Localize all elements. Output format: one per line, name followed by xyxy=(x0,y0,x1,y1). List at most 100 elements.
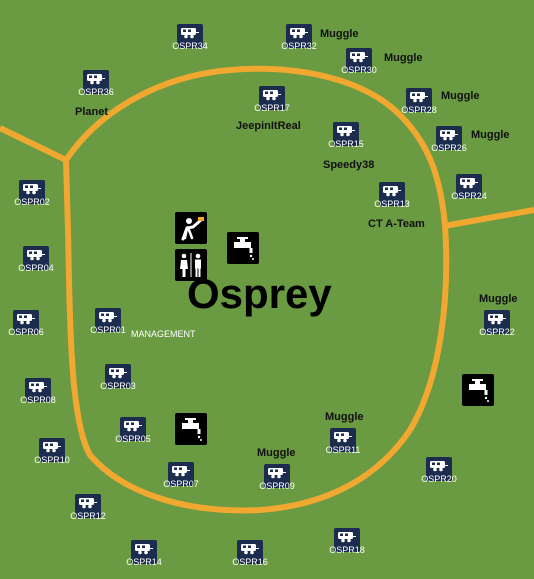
site-code: OSPR18 xyxy=(329,545,365,555)
camper-trailer-icon xyxy=(456,174,482,198)
site-code: OSPR13 xyxy=(374,199,410,209)
water-spigot-icon xyxy=(462,374,494,406)
site-code: OSPR28 xyxy=(401,105,437,115)
camper-trailer-icon xyxy=(39,438,65,462)
occupant-label-ospr13: CT A-Team xyxy=(368,218,425,230)
site-code: OSPR24 xyxy=(451,191,487,201)
campsite-ospr34[interactable]: OSPR34 xyxy=(172,24,208,54)
campsite-ospr32[interactable]: OSPR32 xyxy=(281,24,317,54)
campsite-ospr06[interactable]: OSPR06 xyxy=(8,310,44,340)
campsite-ospr16[interactable]: OSPR16 xyxy=(232,540,268,570)
water-spigot-icon xyxy=(175,413,207,445)
campsite-ospr18[interactable]: OSPR18 xyxy=(329,528,365,558)
site-code: OSPR20 xyxy=(421,474,457,484)
campsite-ospr28[interactable]: OSPR28 xyxy=(401,88,437,118)
camper-trailer-icon xyxy=(346,48,372,72)
camper-trailer-icon xyxy=(259,86,285,110)
site-code: OSPR05 xyxy=(115,434,151,444)
campsite-ospr36[interactable]: OSPR36 xyxy=(78,70,114,100)
camper-trailer-icon xyxy=(83,70,109,94)
occupant-label-ospr09: Muggle xyxy=(257,447,296,459)
site-code: OSPR11 xyxy=(325,445,361,455)
occupant-label-ospr28: Muggle xyxy=(441,90,480,102)
campsite-ospr08[interactable]: OSPR08 xyxy=(20,378,56,408)
camper-trailer-icon xyxy=(237,540,263,564)
campsite-ospr12[interactable]: OSPR12 xyxy=(70,494,106,524)
occupant-label-ospr30: Muggle xyxy=(384,52,423,64)
camper-trailer-icon xyxy=(406,88,432,112)
site-code: OSPR08 xyxy=(20,395,56,405)
site-code: OSPR30 xyxy=(341,65,377,75)
site-code: OSPR04 xyxy=(18,263,54,273)
camper-trailer-icon xyxy=(436,126,462,150)
campsite-ospr20[interactable]: OSPR20 xyxy=(421,457,457,487)
site-code: OSPR26 xyxy=(431,143,467,153)
campsite-ospr17[interactable]: OSPR17 xyxy=(254,86,290,116)
camper-trailer-icon xyxy=(23,246,49,270)
campsite-ospr11[interactable]: OSPR11 xyxy=(325,428,361,458)
occupant-label-ospr11: Muggle xyxy=(325,411,364,423)
campsite-ospr02[interactable]: OSPR02 xyxy=(14,180,50,210)
west-road xyxy=(0,125,68,163)
camper-trailer-icon xyxy=(264,464,290,488)
restroom-icon xyxy=(175,249,207,281)
camper-trailer-icon xyxy=(105,364,131,388)
camper-trailer-icon xyxy=(13,310,39,334)
site-code: OSPR07 xyxy=(163,479,199,489)
campsite-ospr05[interactable]: OSPR05 xyxy=(115,417,151,447)
site-code: OSPR22 xyxy=(479,327,515,337)
camper-trailer-icon xyxy=(333,122,359,146)
campsite-ospr10[interactable]: OSPR10 xyxy=(34,438,70,468)
camper-trailer-icon xyxy=(168,462,194,486)
campsite-ospr13[interactable]: OSPR13 xyxy=(374,182,410,212)
site-code: OSPR09 xyxy=(259,481,295,491)
east-road xyxy=(443,207,534,229)
camper-trailer-icon xyxy=(120,417,146,441)
site-code: OSPR10 xyxy=(34,455,70,465)
water-spigot-icon xyxy=(227,232,259,264)
site-code: OSPR17 xyxy=(254,103,290,113)
camper-trailer-icon xyxy=(484,310,510,334)
camper-trailer-icon xyxy=(379,182,405,206)
site-code: OSPR16 xyxy=(232,557,268,567)
management-label: MANAGEMENT xyxy=(131,329,196,339)
campsite-ospr07[interactable]: OSPR07 xyxy=(163,462,199,492)
site-code: OSPR34 xyxy=(172,41,208,51)
campsite-ospr04[interactable]: OSPR04 xyxy=(18,246,54,276)
loop-name: Osprey xyxy=(187,270,332,317)
camper-trailer-icon xyxy=(330,428,356,452)
site-code: OSPR14 xyxy=(126,557,162,567)
site-code: OSPR02 xyxy=(14,197,50,207)
campsite-ospr30[interactable]: OSPR30 xyxy=(341,48,377,78)
occupant-label-ospr22: Muggle xyxy=(479,293,518,305)
camper-trailer-icon xyxy=(19,180,45,204)
campsite-ospr14[interactable]: OSPR14 xyxy=(126,540,162,570)
site-code: OSPR01 xyxy=(90,325,126,335)
camper-trailer-icon xyxy=(131,540,157,564)
campsite-ospr09[interactable]: OSPR09 xyxy=(259,464,295,494)
campsite-ospr15[interactable]: OSPR15 xyxy=(328,122,364,152)
occupant-label-ospr26: Muggle xyxy=(471,129,510,141)
site-code: OSPR36 xyxy=(78,87,114,97)
playground-icon xyxy=(175,212,207,244)
campsite-ospr01[interactable]: OSPR01 xyxy=(90,308,126,338)
site-code: OSPR32 xyxy=(281,41,317,51)
camper-trailer-icon xyxy=(334,528,360,552)
site-code: OSPR15 xyxy=(328,139,364,149)
occupant-label-ospr15: Speedy38 xyxy=(323,159,375,171)
camper-trailer-icon xyxy=(426,457,452,481)
site-code: OSPR06 xyxy=(8,327,44,337)
camper-trailer-icon xyxy=(177,24,203,48)
campsite-ospr24[interactable]: OSPR24 xyxy=(451,174,487,204)
campsite-ospr22[interactable]: OSPR22 xyxy=(479,310,515,340)
occupant-label-ospr36: Planet xyxy=(75,106,109,118)
campsite-ospr26[interactable]: OSPR26 xyxy=(431,126,467,156)
camper-trailer-icon xyxy=(75,494,101,518)
site-code: OSPR12 xyxy=(70,511,106,521)
camper-trailer-icon xyxy=(95,308,121,332)
campsite-ospr03[interactable]: OSPR03 xyxy=(100,364,136,394)
loop-road xyxy=(62,65,450,514)
camper-trailer-icon xyxy=(286,24,312,48)
